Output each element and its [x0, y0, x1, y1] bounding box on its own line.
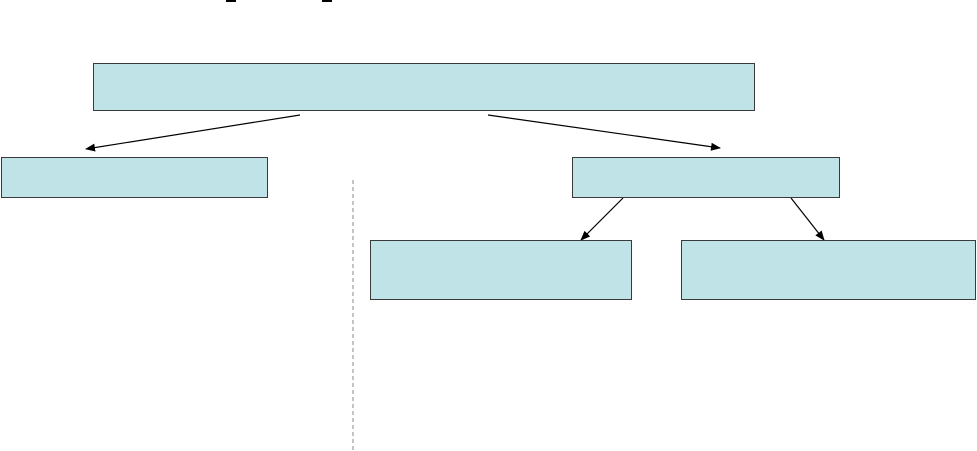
root-node: [93, 63, 755, 111]
edge-root-to-right: [487, 114, 721, 151]
edge-right-to-right-right-child: [790, 197, 825, 241]
top-mark-1: [226, 0, 236, 2]
right-node: [572, 157, 840, 198]
left-node: [1, 157, 268, 198]
top-mark-2: [322, 0, 332, 2]
right-left-child-node: [370, 240, 632, 300]
edge-root-to-left: [85, 114, 301, 152]
right-right-child-node: [681, 240, 976, 300]
edge-right-to-right-left-child: [580, 197, 624, 241]
